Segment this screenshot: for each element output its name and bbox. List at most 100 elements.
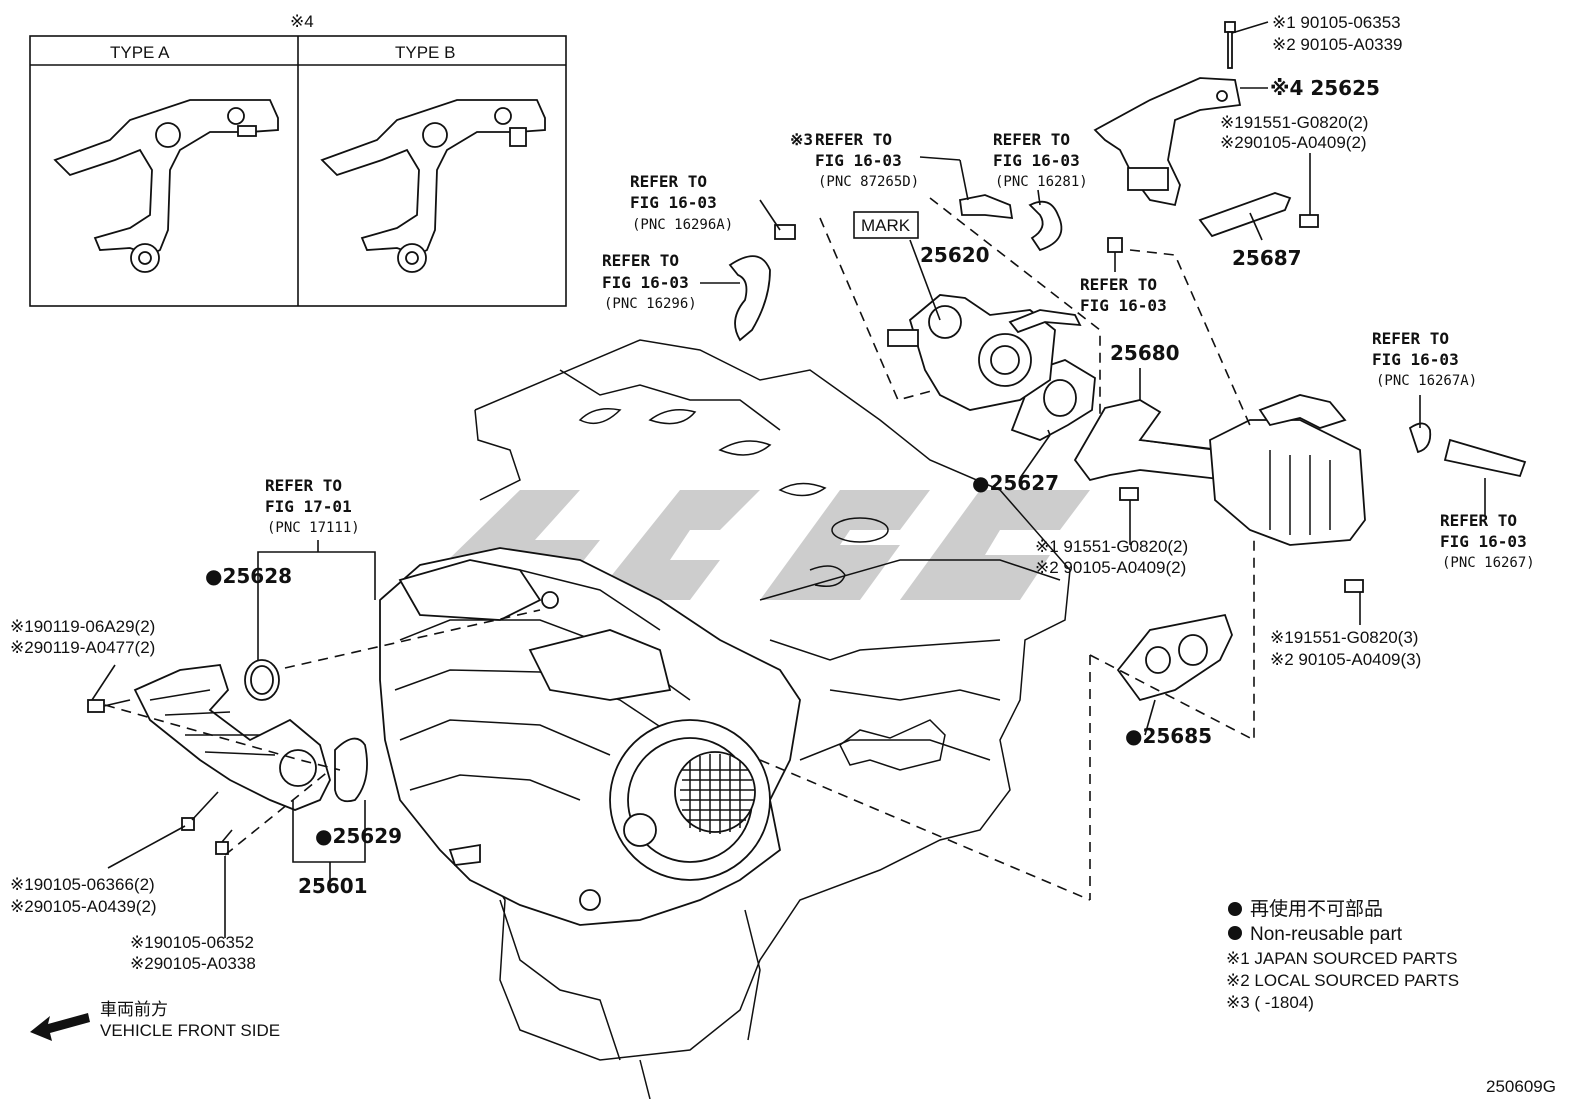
legend: 再使用不可部品 Non-reusable part ※1 JAPAN SOURC…: [1226, 898, 1459, 1012]
legend-jp: 再使用不可部品: [1250, 898, 1383, 920]
bracket-type-b: [320, 99, 546, 273]
ref-87265d-line1: REFER TO: [815, 130, 892, 149]
leader-lines: [91, 21, 1486, 938]
label-ref-17111: REFER TO FIG 17-01 (PNC 17111): [265, 476, 360, 536]
ref-17111-line2: FIG 17-01: [265, 497, 352, 516]
bolt-top-line2: ※2 90105-A0339: [1272, 35, 1403, 54]
ref-16296-line1: REFER TO: [602, 251, 679, 270]
ref-16281-line1: REFER TO: [993, 130, 1070, 149]
label-bolt-top: ※1 90105-06353 ※2 90105-A0339: [1272, 13, 1403, 54]
mark-box-label: MARK: [861, 216, 911, 235]
gasket-d-part-number: ●25629: [315, 824, 402, 848]
hose-16281: [1028, 200, 1063, 252]
ref-16296a-line3: (PNC 16296A): [632, 217, 733, 233]
sensor-87265d: [958, 194, 1014, 220]
housing-part-number: 25601: [298, 874, 368, 898]
left-bolt2-line1: ※190105-06366(2): [10, 875, 155, 894]
gasket-25628: [244, 659, 280, 701]
bolt-top-line1: ※1 90105-06353: [1272, 13, 1401, 32]
vehicle-front-indicator: 車両前方 VEHICLE FRONT SIDE: [30, 1000, 280, 1041]
left-bolt2-line2: ※290105-A0439(2): [10, 897, 157, 916]
front-arrow-icon: [30, 1013, 90, 1041]
ref-87265d-line2: FIG 16-03: [815, 151, 902, 170]
left-bolt-line1: ※190119-06A29(2): [10, 617, 155, 636]
ref-16281-line3: (PNC 16281): [995, 174, 1088, 190]
plate-part-number: 25687: [1232, 246, 1302, 270]
ref-16267-line3: (PNC 16267): [1442, 555, 1535, 571]
label-cooler-bolt: ※191551-G0820(3) ※2 90105-A0409(3): [1270, 628, 1421, 669]
ref-17111-line1: REFER TO: [265, 476, 342, 495]
clamp-16296a: [774, 224, 796, 240]
left-bolt3-line2: ※290105-A0338: [130, 954, 256, 973]
cooler-bolt-line2: ※2 90105-A0409(3): [1270, 650, 1421, 669]
ref-16267a-line1: REFER TO: [1372, 329, 1449, 348]
type-b-label: TYPE B: [395, 43, 455, 62]
label-ref-16267a: REFER TO FIG 16-03 (PNC 16267A): [1372, 329, 1477, 389]
bracket-25625: [1093, 77, 1242, 207]
ref-16267a-line3: (PNC 16267A): [1376, 373, 1477, 389]
gasket-a-part-number: ●25627: [972, 471, 1059, 495]
label-ref-16281: REFER TO FIG 16-03 (PNC 16281): [993, 130, 1088, 190]
clamp-16267a: [1408, 422, 1432, 454]
gasket-b-part-number: ●25685: [1125, 724, 1212, 748]
label-ref-16296a: REFER TO FIG 16-03 (PNC 16296A): [630, 172, 733, 233]
gasket-c-part-number: ●25628: [205, 564, 292, 588]
label-left-bolt2: ※190105-06366(2) ※290105-A0439(2): [10, 875, 157, 916]
ref-16267a-line2: FIG 16-03: [1372, 350, 1459, 369]
ref-16267-line1: REFER TO: [1440, 511, 1517, 530]
bracket-bolt-line1: ※191551-G0820(2): [1220, 113, 1368, 132]
hose-16296: [728, 255, 771, 342]
ref-clamp-line1: REFER TO: [1080, 275, 1157, 294]
illustration-code: 250609G: [1486, 1077, 1556, 1096]
ref-16267-line2: FIG 16-03: [1440, 532, 1527, 551]
legend-en: Non-reusable part: [1250, 924, 1403, 945]
front-label-en: VEHICLE FRONT SIDE: [100, 1021, 280, 1040]
non-reusable-dot-icon: [1228, 902, 1242, 916]
left-bolt3-line1: ※190105-06352: [130, 933, 254, 952]
bolt-bracket: [1299, 214, 1319, 228]
label-ref-16267: REFER TO FIG 16-03 (PNC 16267): [1440, 511, 1535, 571]
valve-part-number: 25620: [920, 243, 990, 267]
non-reusable-dot-icon-2: [1228, 926, 1242, 940]
ref-16296-line3: (PNC 16296): [604, 296, 697, 312]
intake-manifold: [379, 547, 801, 926]
ref-87265d-line3: (PNC 87265D): [818, 174, 919, 190]
bolt-top: [1224, 21, 1236, 69]
bracket-part-number: ※4 25625: [1270, 76, 1380, 100]
pipe-part-number: 25680: [1110, 341, 1180, 365]
mark-box: MARK: [853, 211, 919, 239]
bolt-left-2: [181, 791, 219, 831]
label-ref-clamp: REFER TO FIG 16-03: [1080, 275, 1167, 315]
front-label-jp: 車両前方: [100, 1000, 168, 1019]
legend-note3: ※3 ( -1804): [1226, 993, 1314, 1012]
hose-16267: [1443, 438, 1527, 478]
type-a-label: TYPE A: [110, 43, 170, 62]
bolt-pipe: [1119, 487, 1139, 501]
engine-block-outline: [474, 339, 1071, 1099]
ref-17111-line3: (PNC 17111): [267, 520, 360, 536]
pipe-bolt-line2: ※2 90105-A0409(2): [1035, 558, 1186, 577]
ref-16296-line2: FIG 16-03: [602, 273, 689, 292]
label-left-bolt: ※190119-06A29(2) ※290119-A0477(2): [10, 617, 155, 657]
cooler-bolt-line1: ※191551-G0820(3): [1270, 628, 1418, 647]
label-pipe-bolt: ※1 91551-G0820(2) ※2 90105-A0409(2): [1035, 537, 1188, 577]
ref-16281-line2: FIG 16-03: [993, 151, 1080, 170]
legend-note2: ※2 LOCAL SOURCED PARTS: [1226, 971, 1459, 990]
bolt-left-1: [87, 699, 131, 713]
pipe-bolt-line1: ※1 91551-G0820(2): [1035, 537, 1188, 556]
plate-25687: [1198, 192, 1292, 238]
egr-pipe-25680: [1073, 399, 1231, 482]
bolt-cooler: [1344, 579, 1364, 593]
legend-note1: ※1 JAPAN SOURCED PARTS: [1226, 949, 1458, 968]
left-bolt-line2: ※290119-A0477(2): [10, 638, 155, 657]
bracket-type-a: [53, 99, 279, 273]
clamp-ref: [1107, 237, 1123, 253]
ref-87265d-mark: ※3: [790, 130, 813, 149]
gasket-25685: [1116, 613, 1233, 702]
label-ref-87265d: ※3 REFER TO FIG 16-03 (PNC 87265D): [790, 130, 919, 190]
ref-16296a-line2: FIG 16-03: [630, 193, 717, 212]
egr-cooler: [1209, 394, 1366, 546]
label-bracket-bolt: ※191551-G0820(2) ※290105-A0409(2): [1220, 113, 1368, 152]
